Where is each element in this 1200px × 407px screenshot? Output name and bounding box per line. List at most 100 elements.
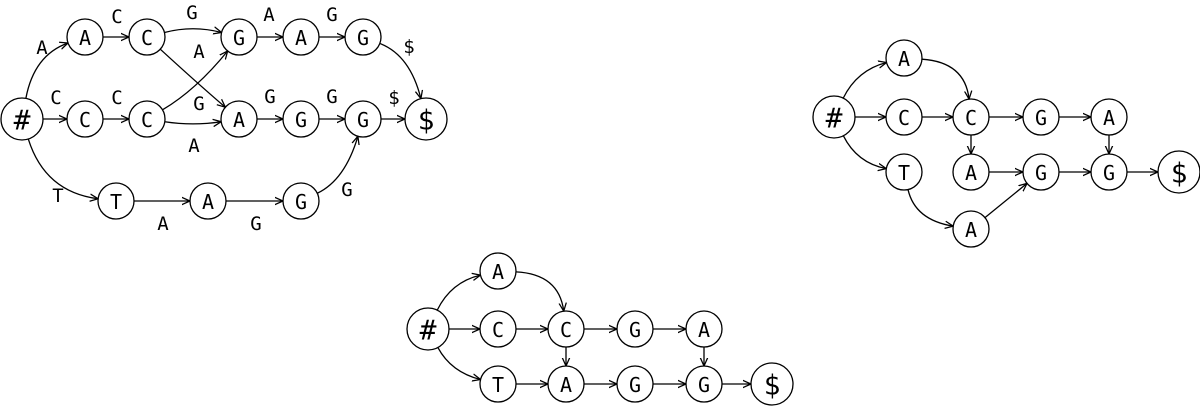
node-label: T xyxy=(492,373,504,397)
node-label: $ xyxy=(1171,157,1188,190)
node-circle xyxy=(1022,153,1060,191)
edge-label: G xyxy=(186,2,197,24)
edge-label: G xyxy=(193,93,204,115)
node-g5: G xyxy=(282,182,320,220)
edge-label: G xyxy=(264,86,275,108)
node-circle xyxy=(616,310,654,348)
node-s: # xyxy=(812,95,856,139)
node-circle xyxy=(885,98,923,136)
node-circle xyxy=(479,310,517,348)
node-circle xyxy=(685,310,723,348)
edge-label: G xyxy=(326,4,337,26)
node-c2: C xyxy=(952,98,990,136)
edge-label: $ xyxy=(403,36,414,58)
node-circle xyxy=(952,153,990,191)
node-circle xyxy=(479,365,517,403)
node-label: $ xyxy=(764,369,781,402)
node-circle xyxy=(1090,153,1128,191)
node-a2: A xyxy=(282,18,320,56)
node-label: G xyxy=(629,318,641,342)
node-a2: A xyxy=(1090,98,1128,136)
node-label: T xyxy=(110,190,122,214)
node-label: $ xyxy=(418,104,435,137)
node-g3: G xyxy=(282,100,320,138)
node-label: A xyxy=(965,218,977,242)
edge-label: G xyxy=(326,86,337,108)
edge-label: A xyxy=(193,41,205,63)
node-label: A xyxy=(295,26,307,50)
node-circle xyxy=(220,18,258,56)
edge-arrow-c1-to-g1 xyxy=(164,29,221,33)
edge-arrow-c3-to-g1 xyxy=(162,51,227,111)
edge-arrow-a4-to-g2 xyxy=(984,183,1027,219)
node-s: # xyxy=(0,97,44,141)
node-label: A xyxy=(233,108,245,132)
node-c3: C xyxy=(128,100,166,138)
edge-arrow-t1-to-a4 xyxy=(907,189,953,227)
node-label: # xyxy=(826,102,843,135)
edge-arrow-g2-to-e xyxy=(379,42,421,98)
node-label: A xyxy=(560,373,572,397)
node-g1: G xyxy=(1022,98,1060,136)
node-a1: A xyxy=(479,252,517,290)
edge-label: T xyxy=(52,185,63,207)
node-label: # xyxy=(14,104,31,137)
node-circle xyxy=(97,182,135,220)
node-circle xyxy=(616,365,654,403)
node-c2: C xyxy=(66,100,104,138)
edge-arrow-g5-to-g4 xyxy=(316,136,358,194)
node-label: T xyxy=(898,161,910,185)
node-t1: T xyxy=(97,182,135,220)
node-label: C xyxy=(492,318,504,342)
edge-arrow-c3-to-a3 xyxy=(164,122,221,124)
node-circle xyxy=(1090,98,1128,136)
edge-arrow-a1-to-c2 xyxy=(921,58,969,99)
node-label: G xyxy=(357,108,369,132)
node-e: $ xyxy=(404,97,448,141)
node-label: A xyxy=(1103,106,1115,130)
node-a4: A xyxy=(189,182,227,220)
edge-label: C xyxy=(111,87,122,109)
edge-arrow-s-to-a1 xyxy=(25,43,68,99)
node-c2: C xyxy=(547,310,585,348)
node-label: A xyxy=(79,26,91,50)
node-a1: A xyxy=(885,39,923,77)
node-circle xyxy=(66,100,104,138)
node-circle xyxy=(1022,98,1060,136)
node-circle xyxy=(885,153,923,191)
node-circle xyxy=(406,307,450,351)
node-label: C xyxy=(79,108,91,132)
node-a4: A xyxy=(952,210,990,248)
node-circle xyxy=(547,365,585,403)
node-g3: G xyxy=(1090,153,1128,191)
edge-label: $ xyxy=(388,87,399,109)
node-circle xyxy=(685,365,723,403)
node-circle xyxy=(0,97,44,141)
edge-arrow-s-to-a1 xyxy=(436,275,480,311)
node-a1: A xyxy=(66,18,104,56)
node-circle xyxy=(479,252,517,290)
node-label: A xyxy=(202,190,214,214)
node-circle xyxy=(812,95,856,139)
node-t1: T xyxy=(479,365,517,403)
node-label: A xyxy=(965,161,977,185)
node-circle xyxy=(1157,150,1200,194)
node-e: $ xyxy=(1157,150,1200,194)
node-s: # xyxy=(406,307,450,351)
node-c1: C xyxy=(128,18,166,56)
edge-arrow-s-to-t1 xyxy=(842,135,886,169)
node-label: G xyxy=(1103,161,1115,185)
edge-label: G xyxy=(250,213,261,235)
edge-label: C xyxy=(111,6,122,28)
node-circle xyxy=(952,210,990,248)
node-label: G xyxy=(1035,161,1047,185)
node-label: G xyxy=(295,190,307,214)
node-circle xyxy=(547,310,585,348)
